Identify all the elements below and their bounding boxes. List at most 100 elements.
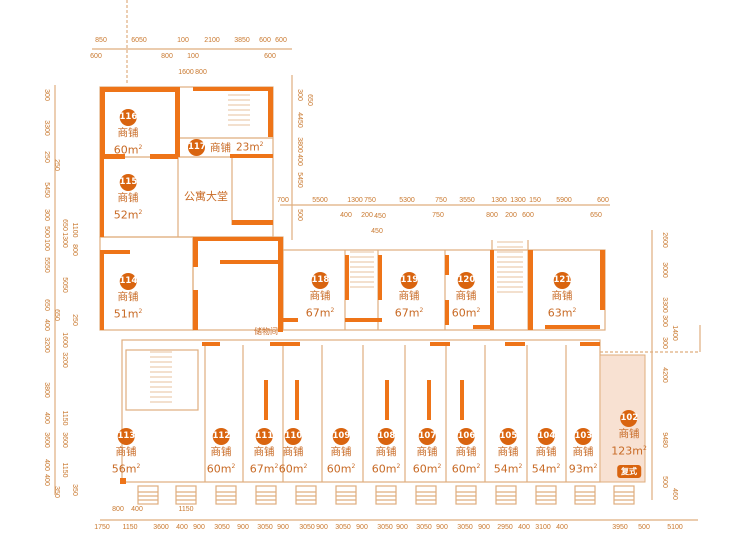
dimension-label: 400: [340, 212, 352, 219]
dimension-label: 700: [277, 197, 289, 204]
dimension-label: 500: [43, 226, 50, 238]
unit-number-badge: 108: [377, 428, 395, 445]
dimension-label: 150: [529, 197, 541, 204]
unit-area: 54m2: [531, 462, 561, 476]
dimension-label: 400: [556, 524, 568, 531]
dimension-label: 200: [505, 212, 517, 219]
dimension-label: 5500: [312, 197, 328, 204]
dimension-label: 3050: [377, 524, 393, 531]
unit-number-badge: 121: [553, 272, 571, 289]
entrance-steps: [455, 485, 477, 505]
dimension-label: 1300: [491, 197, 507, 204]
unit-area: 56m2: [111, 462, 141, 476]
dimension-label: 3300: [661, 297, 668, 313]
unit-number-badge: 113: [117, 428, 135, 445]
unit-number-badge: 109: [332, 428, 350, 445]
unit-area: 60m2: [451, 462, 481, 476]
unit-area: 60m2: [206, 462, 236, 476]
dimension-label: 900: [356, 524, 368, 531]
dimension-label: 800: [161, 53, 173, 60]
dimension-label: 300: [43, 89, 50, 101]
dimension-label: 400: [296, 154, 303, 166]
dimension-label: 3800: [296, 137, 303, 153]
dimension-label: 3200: [61, 352, 68, 368]
dimension-label: 5550: [43, 257, 50, 273]
entrance-steps: [175, 485, 197, 505]
dimension-label: 460: [671, 488, 678, 500]
dimension-label: 250: [71, 314, 78, 326]
unit-type: 商铺: [455, 290, 477, 302]
dimension-label: 350: [71, 484, 78, 496]
dimension-label: 500: [296, 209, 303, 221]
dimension-label: 3050: [257, 524, 273, 531]
dimension-label: 200: [361, 212, 373, 219]
unit-area: 60m2: [412, 462, 442, 476]
unit-number-badge: 117: [188, 139, 206, 156]
entrance-steps: [137, 485, 159, 505]
dimension-label: 650: [53, 309, 60, 321]
dimension-label: 1100: [71, 222, 78, 238]
dimension-label: 450: [371, 228, 383, 235]
dimension-label: 250: [53, 159, 60, 171]
dimension-label: 650: [306, 94, 313, 106]
dimension-label: 2100: [204, 37, 220, 44]
dimension-label: 800: [486, 212, 498, 219]
dimension-label: 300: [296, 89, 303, 101]
unit-number-badge: 118: [311, 272, 329, 289]
dimension-label: 1150: [178, 506, 194, 513]
dimension-label: 1150: [61, 462, 68, 478]
dimension-label: 3300: [43, 120, 50, 136]
unit-number-badge: 120: [457, 272, 475, 289]
dimension-label: 800: [112, 506, 124, 513]
dimension-label: 900: [396, 524, 408, 531]
dimension-label: 2950: [497, 524, 513, 531]
entrance-steps: [415, 485, 437, 505]
dimension-label: 400: [43, 319, 50, 331]
unit-number-badge: 102: [620, 410, 638, 427]
unit-number-badge: 119: [400, 272, 418, 289]
dimension-label: 3050: [214, 524, 230, 531]
dimension-label: 400: [43, 412, 50, 424]
unit-number-badge: 110: [284, 428, 302, 445]
unit-type: 商铺: [210, 142, 231, 154]
unit-type: 商铺: [117, 192, 139, 204]
dimension-label: 1300: [347, 197, 363, 204]
dimension-label: 900: [478, 524, 490, 531]
duplex-tag: 复式: [616, 464, 641, 478]
dimension-label: 600: [264, 53, 276, 60]
dimension-label: 900: [277, 524, 289, 531]
dimension-label: 400: [176, 524, 188, 531]
dimension-label: 1300: [61, 232, 68, 248]
unit-type: 商铺: [210, 446, 232, 458]
unit-type: 商铺: [282, 446, 304, 458]
dimension-label: 500: [638, 524, 650, 531]
storage-room-label: 储物间: [254, 327, 278, 336]
dimension-label: 650: [590, 212, 602, 219]
unit-number-badge: 106: [457, 428, 475, 445]
unit-type: 商铺: [117, 127, 139, 139]
dimension-label: 4450: [296, 112, 303, 128]
dimension-label: 1150: [61, 410, 68, 426]
unit-type: 商铺: [455, 446, 477, 458]
unit-area: 63m2: [547, 306, 577, 320]
